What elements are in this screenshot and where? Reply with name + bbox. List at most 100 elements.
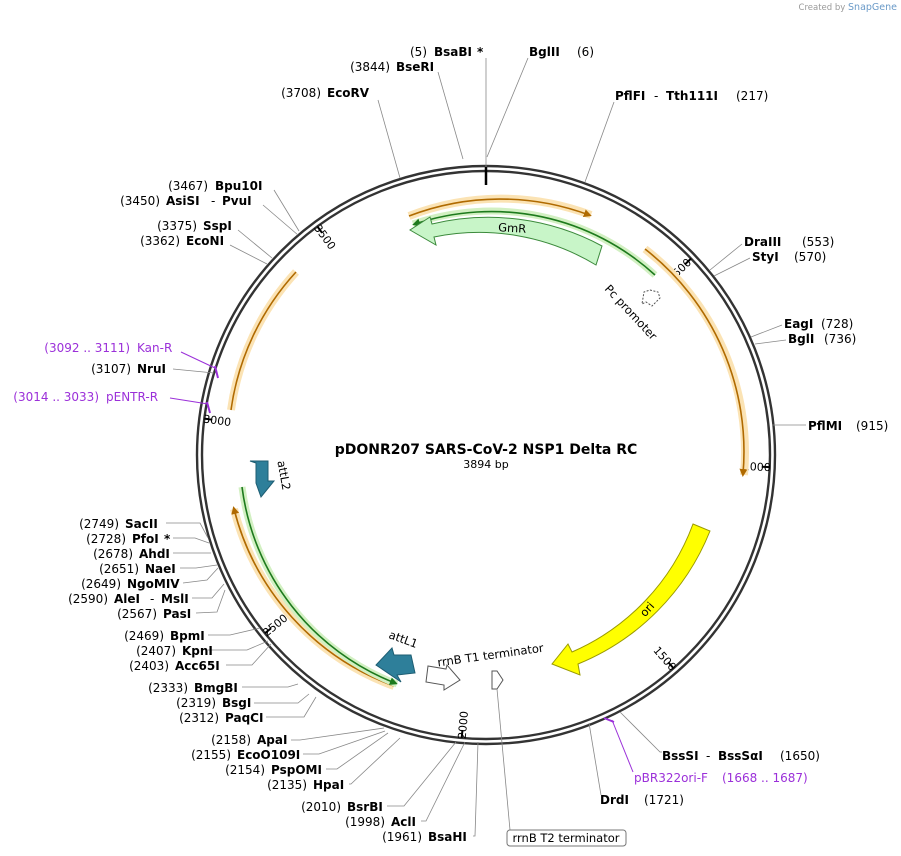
primer-name-pentrr: pENTR-R (106, 390, 158, 404)
site-kpni[interactable]: (2407) KpnI (136, 644, 213, 658)
site-sacii[interactable]: (2749) SacII (79, 517, 158, 531)
site-bsgi[interactable]: (2319) BsgI (176, 696, 251, 710)
feature-label-gmr: GmR (498, 220, 527, 235)
site-pos-kpni: (2407) (136, 644, 176, 658)
site-apai[interactable]: (2158) ApaI (211, 733, 287, 747)
site-pos-pflfi: (217) (736, 89, 768, 103)
site-name-bpu10i: Bpu10I (215, 179, 262, 193)
site-sspi[interactable]: (3375) SspI (157, 219, 232, 233)
site-eagi[interactable]: EagI (728) (784, 317, 853, 331)
site-name-acli: AclI (391, 815, 416, 829)
site-pflmi[interactable]: PflMI (915) (808, 419, 888, 433)
site-name-bsabi: BsaBI (434, 45, 472, 59)
site-pos-alei: (2590) (68, 592, 108, 606)
site-name-apai: ApaI (257, 733, 287, 747)
feature-attl1[interactable] (375, 647, 416, 683)
site-asisi[interactable]: (3450) AsiSI - PvuI (120, 194, 252, 208)
lead-rrnbt2 (496, 688, 511, 831)
site-ngomiv[interactable]: (2649) NgoMIV (81, 577, 180, 591)
site-paqci[interactable]: (2312) PaqCI (179, 711, 263, 725)
orf-arc-lower[interactable] (231, 506, 395, 687)
site-ahdi[interactable]: (2678) AhdI (93, 547, 170, 561)
orf-arc-top[interactable] (408, 198, 592, 218)
site-pos-pasi: (2567) (117, 607, 157, 621)
site-name2-asisi: PvuI (222, 194, 252, 208)
feature-attl2[interactable] (249, 460, 276, 499)
site-bsssi[interactable]: BssSI - BssSαI (1650) (662, 749, 820, 763)
site-acc65i[interactable]: (2403) Acc65I (129, 659, 220, 673)
orf-arc-left-bg (227, 269, 299, 411)
site-drdi[interactable]: DrdI (1721) (600, 793, 684, 807)
site-marker-bsabi: * (477, 45, 484, 59)
site-name2-alei: MslI (161, 592, 189, 606)
site-bglii[interactable]: BglII (6) (529, 45, 594, 59)
site-name-draiii: DraIII (744, 235, 781, 249)
site-pspomi[interactable]: (2154) PspOMI (225, 763, 322, 777)
primer-kanr[interactable]: (3092 .. 3111) Kan-R (44, 341, 172, 355)
lead-econi (229, 244, 268, 265)
lead-draiii (709, 243, 743, 271)
site-pflfi[interactable]: PflFI - Tth111I (217) (615, 89, 768, 103)
site-econi[interactable]: (3362) EcoNI (140, 234, 224, 248)
primer-pbr322[interactable]: pBR322ori-F (1668 .. 1687) (634, 771, 808, 785)
site-bseri[interactable]: (3844) BseRI (350, 60, 434, 74)
site-pos-sacii: (2749) (79, 517, 119, 531)
site-dash-bsssi: - (706, 749, 710, 763)
feature-rrnbt2[interactable] (491, 670, 504, 690)
lead-sspi (237, 229, 273, 259)
primer-range-pentrr: (3014 .. 3033) (13, 390, 99, 404)
site-acli[interactable]: (1998) AclI (345, 815, 416, 829)
site-bpmi[interactable]: (2469) BpmI (124, 629, 205, 643)
gene-arc-top[interactable] (412, 210, 656, 276)
site-bsabi[interactable]: (5) BsaBI * (410, 45, 484, 59)
site-pos-sspi: (3375) (157, 219, 197, 233)
site-name-ecorv: EcoRV (327, 86, 370, 100)
feature-rrnbt1[interactable] (425, 663, 461, 691)
site-bmgbi[interactable]: (2333) BmgBI (148, 681, 238, 695)
site-name-alei: AleI (114, 592, 140, 606)
site-pfoi[interactable]: (2728) PfoI * (86, 532, 171, 546)
site-draiii[interactable]: DraIII (553) (744, 235, 834, 249)
tick-mark-500 (684, 257, 692, 265)
site-ecoo109i[interactable]: (2155) EcoO109I (191, 748, 300, 762)
site-dash-alei: - (150, 592, 154, 606)
site-name-bmgbi: BmgBI (194, 681, 238, 695)
site-pos-hpai: (2135) (267, 778, 307, 792)
site-pos-bsrbi: (2010) (301, 800, 341, 814)
lead-ecorv (377, 99, 401, 179)
site-bsrbi[interactable]: (2010) BsrBI (301, 800, 383, 814)
site-bpu10i[interactable]: (3467) Bpu10I (168, 179, 262, 193)
gene-arc-lower[interactable] (241, 486, 398, 685)
site-bgli[interactable]: BglI (736) (788, 332, 856, 346)
feature-ori[interactable] (551, 523, 711, 676)
site-name-bsahi: BsaHI (428, 830, 467, 844)
lead-nrui (172, 368, 215, 374)
feature-pc-promoter[interactable] (641, 289, 661, 307)
lower-left-leads (166, 522, 479, 837)
plasmid-length: 3894 bp (463, 458, 508, 471)
orf-arc-right[interactable] (644, 248, 748, 477)
site-styi[interactable]: StyI (570) (752, 250, 826, 264)
primer-name-pbr322: pBR322ori-F (634, 771, 708, 785)
orf-arc-left[interactable] (230, 271, 297, 411)
site-naei[interactable]: (2651) NaeI (99, 562, 176, 576)
site-nrui[interactable]: (3107) NruI (91, 362, 166, 376)
site-ecorv[interactable]: (3708) EcoRV (281, 86, 370, 100)
site-alei[interactable]: (2590) AleI - MslI (68, 592, 189, 606)
tick-mark-2500 (264, 627, 272, 635)
site-pos-naei: (2651) (99, 562, 139, 576)
lead-bseri (437, 71, 464, 160)
feature-gmr[interactable] (409, 216, 603, 266)
site-pos-pflmi: (915) (856, 419, 888, 433)
site-name-ahdi: AhdI (139, 547, 170, 561)
site-pos-bsgi: (2319) (176, 696, 216, 710)
site-pasi[interactable]: (2567) PasI (117, 607, 191, 621)
site-name-bseri: BseRI (396, 60, 434, 74)
site-name-eagi: EagI (784, 317, 813, 331)
site-hpai[interactable]: (2135) HpaI (267, 778, 344, 792)
snapgene-logo: Created by SnapGene (799, 2, 897, 13)
site-bsahi[interactable]: (1961) BsaHI (382, 830, 467, 844)
primer-pentrr[interactable]: (3014 .. 3033) pENTR-R (13, 390, 158, 404)
site-name2-pflfi: Tth111I (666, 89, 718, 103)
site-pos-ecoo109i: (2155) (191, 748, 231, 762)
